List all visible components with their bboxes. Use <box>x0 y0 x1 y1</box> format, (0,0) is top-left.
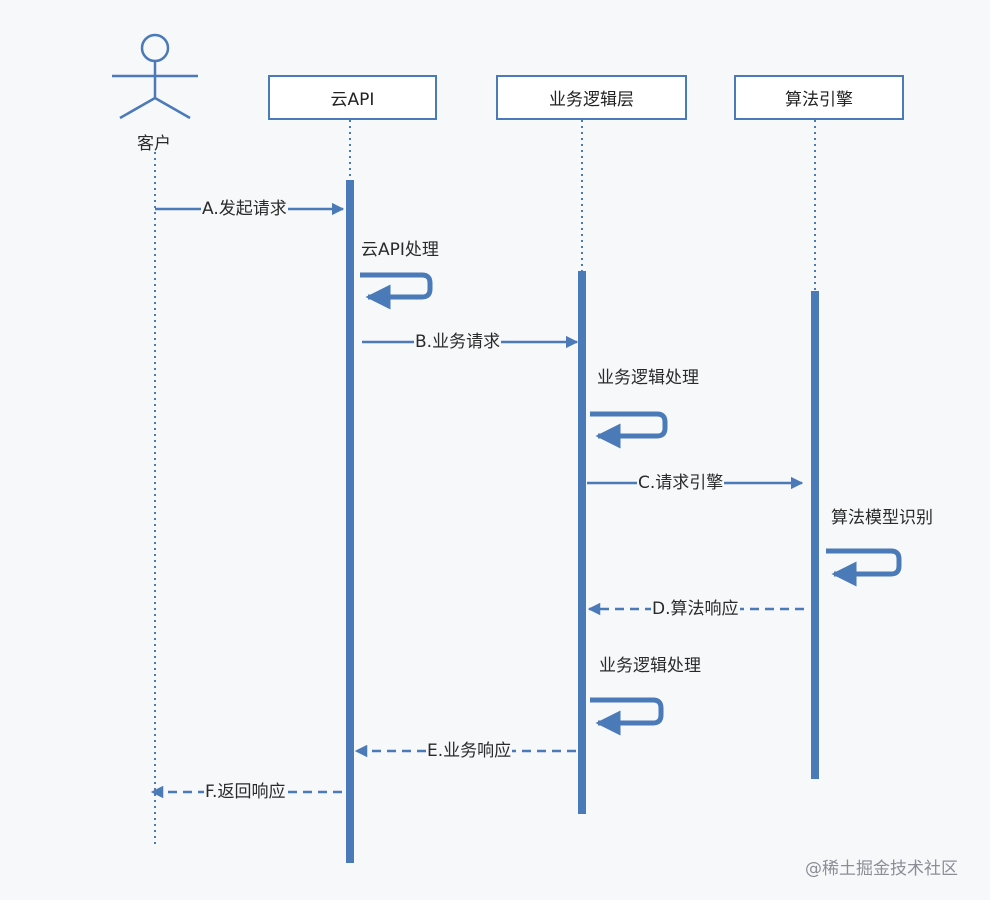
message-e-label: E.业务响应 <box>426 740 513 762</box>
activation-cloud-api <box>346 180 354 863</box>
participant-client-label: 客户 <box>137 134 171 154</box>
participant-cloud-api-label: 云API <box>330 90 375 110</box>
message-b-label: B.业务请求 <box>414 331 502 353</box>
self-call-cloud-api-label: 云API处理 <box>361 240 439 260</box>
activation-engine <box>811 291 819 779</box>
actor-figure <box>112 33 198 120</box>
message-c-label: C.请求引擎 <box>637 472 725 494</box>
self-loop-business-2 <box>590 697 664 736</box>
self-call-engine-label: 算法模型识别 <box>831 508 933 528</box>
self-call-business-2-label: 业务逻辑处理 <box>599 656 701 676</box>
self-call-business-1-label: 业务逻辑处理 <box>597 368 699 388</box>
message-a-label: A.发起请求 <box>201 198 288 220</box>
self-loop-engine <box>826 548 902 587</box>
participant-engine-label: 算法引擎 <box>785 90 853 110</box>
participant-business: 业务逻辑层 <box>496 75 687 120</box>
participant-engine: 算法引擎 <box>734 75 904 120</box>
watermark: @稀土掘金技术社区 <box>805 859 958 879</box>
message-f-label: F.返回响应 <box>204 781 287 803</box>
self-loop-business-1 <box>590 411 668 449</box>
activation-business <box>578 271 586 814</box>
participant-cloud-api: 云API <box>268 75 437 120</box>
message-d-label: D.算法响应 <box>651 598 740 620</box>
self-loop-cloud-api <box>360 272 433 310</box>
participant-business-label: 业务逻辑层 <box>549 90 634 110</box>
